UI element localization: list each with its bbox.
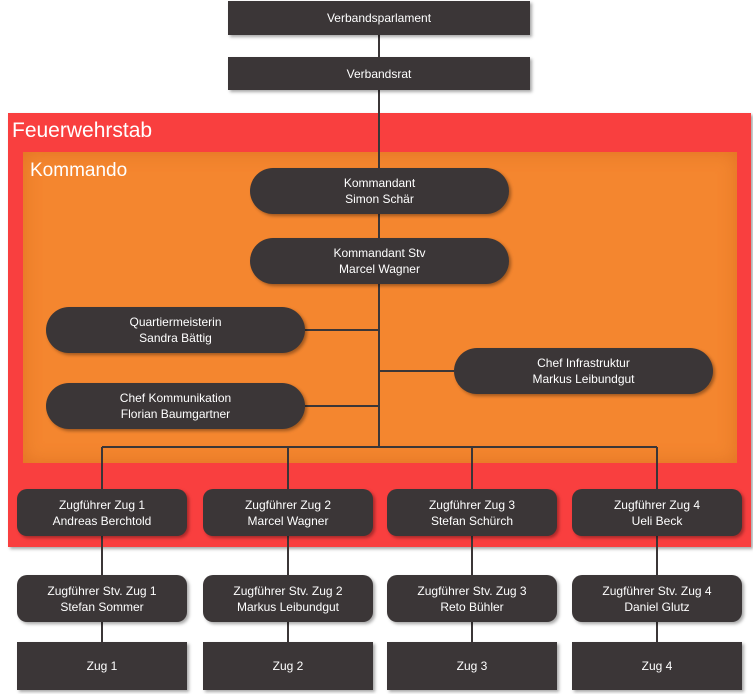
zugfuehrer-zug-4-box: Zugführer Zug 4 Ueli Beck (572, 489, 742, 536)
zugfuehrer-stv-name: Stefan Sommer (60, 599, 144, 614)
feuerwehrstab-title: Feuerwehrstab (12, 119, 153, 142)
zugfuehrer-name: Ueli Beck (631, 513, 683, 528)
chef-infrastruktur-name: Markus Leibundgut (532, 372, 635, 386)
zug-label: Zug 2 (272, 659, 304, 673)
verbandsparlament-label: Verbandsparlament (326, 11, 432, 25)
zug-label: Zug 3 (456, 659, 488, 673)
verbandsrat-box: Verbandsrat (228, 57, 530, 90)
zugfuehrer-stv-role: Zugführer Stv. Zug 3 (417, 583, 527, 598)
zugfuehrer-stv-zug-4-box: Zugführer Stv. Zug 4 Daniel Glutz (572, 575, 742, 622)
zugfuehrer-stv-zug-1-box: Zugführer Stv. Zug 1 Stefan Sommer (17, 575, 187, 622)
quartiermeisterin-box: Quartiermeisterin Sandra Bättig (46, 307, 305, 353)
zugfuehrer-stv-name: Reto Bühler (440, 599, 504, 614)
zugfuehrer-stv-zug-3-box: Zugführer Stv. Zug 3 Reto Bühler (387, 575, 557, 622)
zug-3-box: Zug 3 (387, 642, 557, 690)
zugfuehrer-role: Zugführer Zug 2 (244, 497, 332, 512)
chef-kommunikation-role: Chef Kommunikation (119, 391, 232, 405)
zug-label: Zug 1 (86, 659, 118, 673)
zug-label: Zug 4 (641, 659, 673, 673)
chef-kommunikation-box: Chef Kommunikation Florian Baumgartner (46, 383, 305, 429)
zug-1-box: Zug 1 (17, 642, 187, 690)
zugfuehrer-name: Andreas Berchtold (52, 513, 152, 528)
chef-infrastruktur-box: Chef Infrastruktur Markus Leibundgut (454, 348, 713, 394)
zugfuehrer-zug-2-box: Zugführer Zug 2 Marcel Wagner (203, 489, 373, 536)
zugfuehrer-role: Zugführer Zug 1 (58, 497, 146, 512)
zugfuehrer-name: Stefan Schürch (430, 513, 514, 528)
zugfuehrer-role: Zugführer Zug 3 (428, 497, 516, 512)
zugfuehrer-zug-1-box: Zugführer Zug 1 Andreas Berchtold (17, 489, 187, 536)
zugfuehrer-stv-name: Markus Leibundgut (236, 599, 340, 614)
verbandsrat-label: Verbandsrat (346, 66, 412, 81)
kommandant-box: Kommandant Simon Schär (250, 168, 509, 214)
zugfuehrer-zug-3-box: Zugführer Zug 3 Stefan Schürch (387, 489, 557, 536)
zug-2-box: Zug 2 (203, 642, 373, 690)
quartiermeisterin-role: Quartiermeisterin (129, 315, 222, 329)
zugfuehrer-name: Marcel Wagner (247, 513, 329, 528)
verbandsparlament-box: Verbandsparlament (228, 1, 530, 35)
kommandant-role: Kommandant (343, 176, 416, 190)
chef-kommunikation-name: Florian Baumgartner (120, 407, 231, 421)
chef-infrastruktur-role: Chef Infrastruktur (537, 356, 630, 370)
kommando-title: Kommando (30, 160, 128, 181)
zugfuehrer-stv-name: Daniel Glutz (624, 599, 690, 614)
kommandant-name: Simon Schär (345, 192, 414, 206)
zugfuehrer-stv-role: Zugführer Stv. Zug 2 (233, 583, 343, 598)
quartiermeisterin-name: Sandra Bättig (139, 331, 212, 345)
kommandant-stv-name: Marcel Wagner (339, 262, 420, 276)
kommandant-stv-box: Kommandant Stv Marcel Wagner (250, 238, 509, 284)
kommandant-stv-role: Kommandant Stv (333, 246, 426, 260)
zugfuehrer-stv-role: Zugführer Stv. Zug 1 (47, 583, 157, 598)
zugfuehrer-stv-role: Zugführer Stv. Zug 4 (602, 583, 712, 598)
zug-4-box: Zug 4 (572, 642, 742, 690)
zugfuehrer-role: Zugführer Zug 4 (613, 497, 701, 512)
zugfuehrer-stv-zug-2-box: Zugführer Stv. Zug 2 Markus Leibundgut (203, 575, 373, 622)
